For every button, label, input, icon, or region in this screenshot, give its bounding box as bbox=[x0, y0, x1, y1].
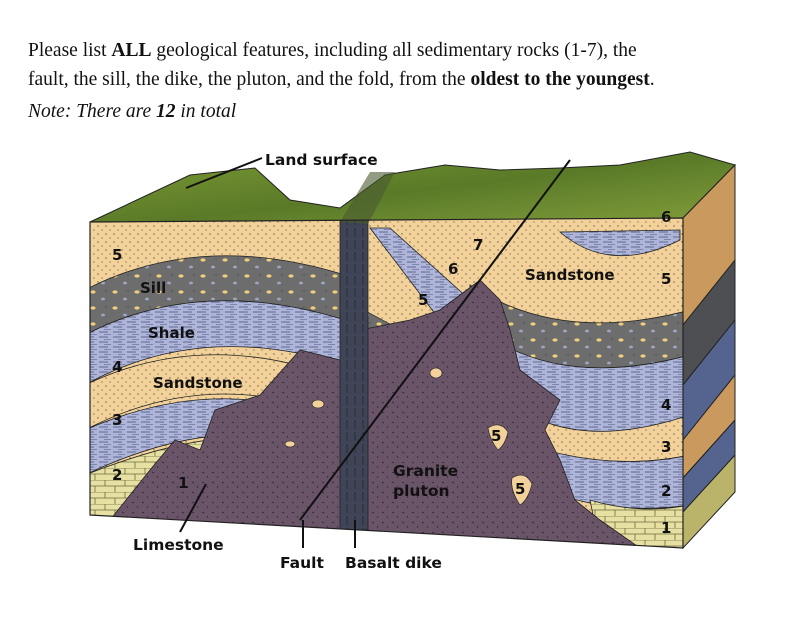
layer-number: 5 bbox=[661, 270, 671, 288]
xenolith bbox=[487, 424, 509, 451]
question-line-2: fault, the sill, the dike, the pluton, a… bbox=[28, 69, 655, 90]
layer-number: 5 bbox=[491, 427, 501, 445]
layer-number: 6 bbox=[661, 208, 671, 226]
shale-layer-6-right bbox=[558, 229, 681, 257]
question-text: Please list ALL geological features, inc… bbox=[28, 36, 768, 94]
label-land-surface: Land surface bbox=[265, 151, 378, 169]
label-fault: Fault bbox=[280, 554, 324, 572]
basalt-dike bbox=[339, 218, 369, 531]
layer-number: 4 bbox=[112, 358, 122, 376]
layer-number: 3 bbox=[112, 411, 122, 429]
fault-line bbox=[299, 159, 571, 521]
layer-number: 5 bbox=[112, 246, 122, 264]
layer-number: 1 bbox=[661, 519, 671, 537]
layer-number: 2 bbox=[661, 482, 671, 500]
layer-number: 5 bbox=[515, 480, 525, 498]
emphasis-all: ALL bbox=[111, 40, 152, 61]
label-sandstone-left: Sandstone bbox=[153, 374, 243, 392]
emphasis-order: oldest to the youngest bbox=[470, 69, 650, 90]
label-granite: Granite bbox=[393, 462, 458, 480]
block-front-face bbox=[90, 218, 683, 548]
layer-number: 4 bbox=[661, 396, 671, 414]
question-line-1: Please list ALL geological features, inc… bbox=[28, 40, 637, 61]
label-sandstone-right: Sandstone bbox=[525, 266, 615, 284]
layer-number: 7 bbox=[473, 236, 483, 254]
layer-number: 3 bbox=[661, 438, 671, 456]
layer-number: 6 bbox=[448, 260, 458, 278]
label-limestone: Limestone bbox=[133, 536, 224, 554]
label-shale: Shale bbox=[148, 324, 195, 342]
layer-number: 5 bbox=[418, 291, 428, 309]
label-sill: Sill bbox=[140, 279, 166, 297]
xenolith bbox=[511, 474, 533, 506]
label-basalt-dike: Basalt dike bbox=[345, 554, 442, 572]
block-side-face bbox=[682, 163, 736, 550]
note-text: Note: There are 12 in total bbox=[28, 101, 237, 122]
layer-number: 1 bbox=[178, 474, 188, 492]
label-pluton: pluton bbox=[393, 482, 450, 500]
note-count: 12 bbox=[156, 101, 176, 122]
layer-number: 2 bbox=[112, 466, 122, 484]
